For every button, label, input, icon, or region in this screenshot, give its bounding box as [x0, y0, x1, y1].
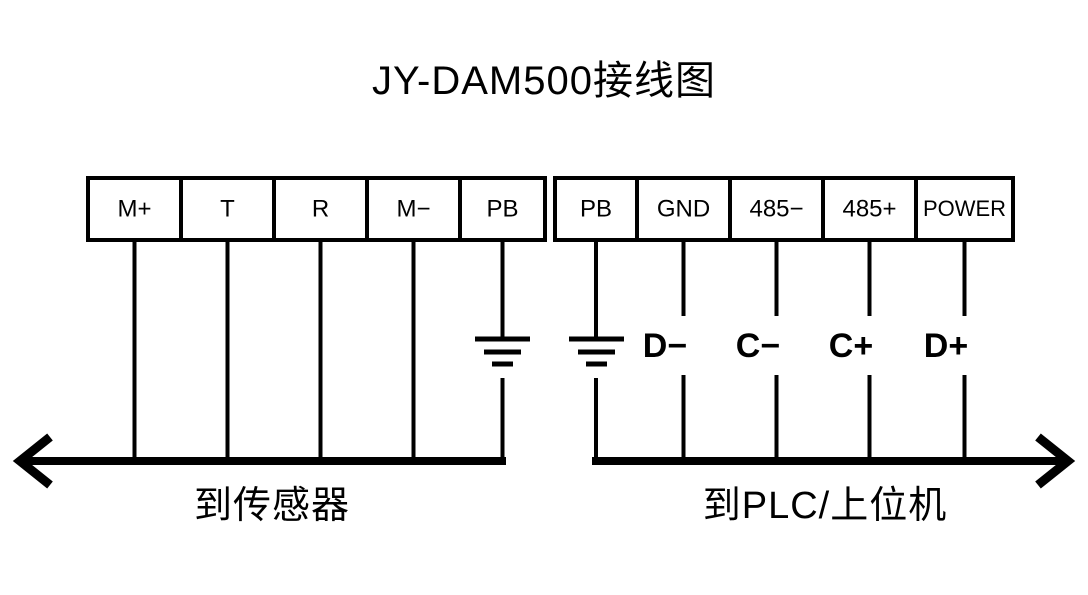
sensor-bus-caption: 到传感器 [194, 485, 350, 527]
terminal-label-m-minus: M− [396, 195, 430, 222]
terminal-cell-r[interactable] [272, 176, 369, 242]
terminal-label-gnd: GND [657, 195, 710, 222]
plc-bus-caption: 到PLC/上位机 [703, 485, 947, 527]
terminal-cell-m-plus[interactable] [86, 176, 183, 242]
sensor-terminal-block: M+ T R M− PB [86, 176, 547, 242]
plc-drop-lines [594, 240, 967, 461]
signal-label-c-plus: C+ [829, 327, 873, 365]
terminal-label-pb-right: PB [580, 195, 612, 222]
terminal-label-t: T [220, 195, 235, 222]
signal-label-d-plus: D+ [924, 327, 968, 365]
terminal-label-485-minus: 485− [749, 195, 803, 222]
terminal-label-pb-left: PB [486, 195, 518, 222]
signal-label-d-minus: D− [643, 327, 687, 365]
plc-bus-arrow [592, 433, 1076, 489]
signal-label-c-minus: C− [736, 327, 780, 365]
sensor-drop-lines [132, 240, 505, 461]
terminal-label-power: POWER [923, 196, 1006, 221]
signal-labels: D− C− C+ D+ [643, 327, 968, 365]
earth-ground-icon-left [475, 336, 530, 367]
terminal-cell-power[interactable] [914, 176, 1015, 242]
page-title: JY-DAM500接线图 [372, 59, 716, 103]
plc-terminal-block: PB GND 485− 485+ POWER [553, 176, 1015, 242]
sensor-bus-arrow [12, 433, 506, 489]
terminal-cell-485-minus[interactable] [728, 176, 825, 242]
terminal-label-r: R [312, 195, 329, 222]
terminal-cell-t[interactable] [179, 176, 276, 242]
terminal-label-485-plus: 485+ [842, 195, 896, 222]
arrow-head-right [1035, 433, 1076, 489]
earth-ground-icon-right [569, 336, 624, 367]
arrow-head-left [12, 433, 53, 489]
terminal-label-m-plus: M+ [117, 195, 151, 222]
